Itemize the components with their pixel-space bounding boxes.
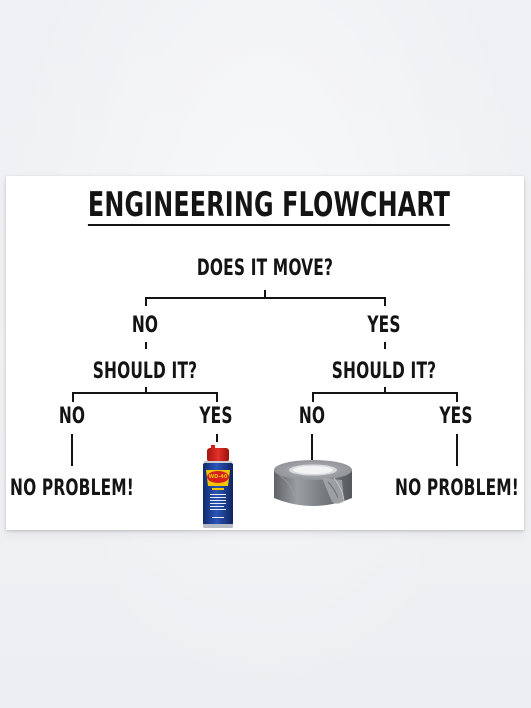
root-question: DOES IT MOVE? bbox=[196, 256, 334, 281]
right-question-stem-line bbox=[384, 387, 386, 393]
left-yes-drop-line bbox=[216, 392, 218, 402]
root-stem-line bbox=[264, 290, 266, 298]
right-question: SHOULD IT? bbox=[331, 359, 437, 384]
root-left-drop-line bbox=[145, 297, 147, 306]
right-no-drop-line bbox=[312, 392, 314, 402]
right-yes-answer: YES bbox=[439, 404, 473, 429]
right-branch-line bbox=[312, 392, 457, 394]
right-no-result-line bbox=[311, 434, 313, 460]
right-answer-yes: YES bbox=[367, 313, 401, 338]
root-branch-line bbox=[145, 297, 385, 299]
left-yes-result-line bbox=[216, 434, 218, 442]
right-result-no-problem: NO PROBLEM! bbox=[394, 476, 520, 501]
left-answer-no: NO bbox=[131, 313, 159, 338]
left-no-answer: NO bbox=[58, 404, 86, 429]
duct-tape-roll-icon bbox=[272, 458, 354, 512]
left-question: SHOULD IT? bbox=[92, 359, 198, 384]
left-result-no-problem: NO PROBLEM! bbox=[9, 476, 135, 501]
poster: ENGINEERING FLOWCHART DOES IT MOVE? NO Y… bbox=[6, 176, 524, 530]
left-question-stem-line bbox=[145, 387, 147, 393]
left-no-result-line bbox=[71, 434, 73, 466]
right-no-answer: NO bbox=[298, 404, 326, 429]
wd40-can-icon: WD-40 bbox=[198, 444, 238, 530]
right-yes-result-line bbox=[456, 434, 458, 466]
left-mid-line bbox=[145, 342, 147, 349]
right-mid-line bbox=[384, 342, 386, 349]
left-branch-line bbox=[72, 392, 217, 394]
root-right-drop-line bbox=[384, 297, 386, 306]
right-yes-drop-line bbox=[456, 392, 458, 402]
left-yes-answer: YES bbox=[199, 404, 233, 429]
flowchart-title: ENGINEERING FLOWCHART bbox=[87, 185, 451, 226]
left-no-drop-line bbox=[72, 392, 74, 402]
wd40-can-label: WD-40 bbox=[208, 474, 228, 480]
